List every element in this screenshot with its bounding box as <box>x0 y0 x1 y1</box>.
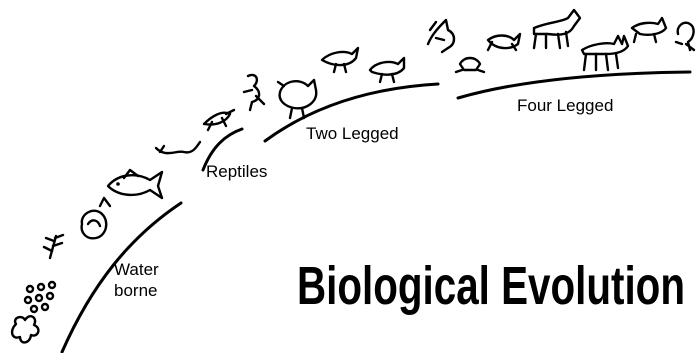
amoeba-icon <box>12 316 38 342</box>
horse-icon <box>534 10 580 48</box>
chicken-icon <box>278 80 316 118</box>
cell-cluster-icon <box>25 282 55 312</box>
water-borne-label-line1: Water <box>114 260 159 279</box>
rabbit-icon <box>488 34 520 50</box>
small-bird-icon <box>322 48 358 72</box>
frog-icon <box>456 58 484 72</box>
lizard-icon <box>204 110 234 130</box>
cat-icon <box>582 36 628 70</box>
reptiles-label: Reptiles <box>206 162 267 181</box>
fish-icon <box>108 170 162 198</box>
dog-icon <box>632 18 666 42</box>
water-borne-label-line2: borne <box>114 281 157 300</box>
plant-icon <box>44 235 63 258</box>
upright-reptile-icon <box>244 75 264 110</box>
four-legged-label: Four Legged <box>517 96 613 115</box>
squirrel-icon <box>428 20 454 52</box>
jellyfish-icon <box>82 198 110 238</box>
eel-icon <box>156 142 200 153</box>
diagram-title: Biological Evolution <box>297 256 685 316</box>
two-legged-label: Two Legged <box>306 124 399 143</box>
monkey-icon <box>676 23 694 50</box>
walking-bird-icon <box>370 58 404 82</box>
four-legged-arc <box>458 72 690 98</box>
